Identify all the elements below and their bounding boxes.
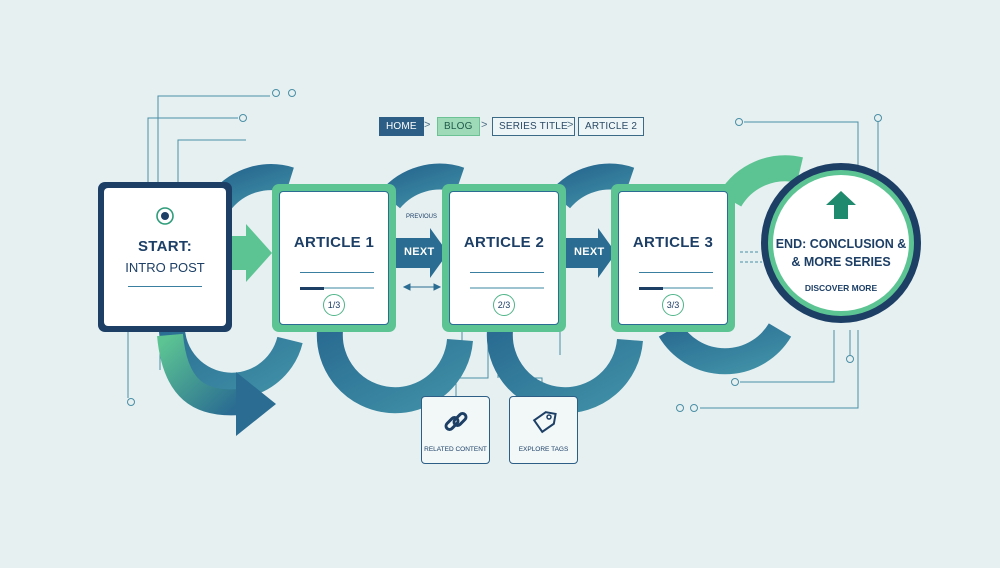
article-2-title: ARTICLE 2	[463, 234, 545, 251]
article-3-progress-fill	[639, 286, 664, 290]
ribbon-arc-green	[718, 155, 803, 208]
explore-tags-label: EXPLORE TAGS	[518, 446, 569, 453]
next-button-1[interactable]: NEXT	[404, 246, 435, 258]
arrow-start-to-article1	[226, 224, 272, 282]
article-1-title: ARTICLE 1	[293, 234, 375, 251]
next-arrow-1	[392, 228, 448, 278]
article-2-card[interactable]: ARTICLE 2 2/3	[449, 191, 559, 325]
explore-tags-box[interactable]: EXPLORE TAGS	[509, 396, 578, 464]
article-3-divider	[639, 272, 713, 273]
article-3-progress	[639, 286, 713, 290]
discover-more-link[interactable]: DISCOVER MORE	[804, 283, 878, 293]
next-arrow-2	[560, 228, 616, 278]
breadcrumb-separator: >	[424, 119, 431, 131]
article-3-title: ARTICLE 3	[632, 234, 714, 251]
article-1-card[interactable]: ARTICLE 1 1/3	[279, 191, 389, 325]
article-3-card[interactable]: ARTICLE 3 3/3	[618, 191, 728, 325]
breadcrumb-series[interactable]: SERIES TITLE	[492, 117, 575, 136]
breadcrumb-current[interactable]: ARTICLE 2	[578, 117, 645, 136]
breadcrumb-home[interactable]: HOME	[379, 117, 424, 136]
breadcrumb-blog[interactable]: BLOG	[437, 117, 480, 136]
breadcrumb-separator: >	[567, 119, 574, 131]
end-circle[interactable]	[758, 160, 924, 326]
previous-link[interactable]: PREVIOUS	[406, 214, 438, 220]
arrow-up-icon	[826, 191, 856, 219]
article-1-progress	[300, 286, 374, 290]
article-2-counter: 2/3	[493, 294, 515, 316]
article-1-progress-fill	[300, 286, 325, 290]
article-3-counter: 3/3	[662, 294, 684, 316]
link-icon	[444, 412, 468, 431]
article-1-divider	[300, 272, 374, 273]
decor-lines-right	[676, 114, 882, 412]
related-content-label: RELATED CONTENT	[424, 446, 487, 453]
ribbon-arcs	[158, 163, 792, 414]
related-content-box[interactable]: RELATED CONTENT	[421, 396, 490, 464]
start-subtitle: INTRO POST	[125, 260, 205, 275]
article-2-progress	[470, 287, 544, 289]
target-icon	[156, 207, 174, 225]
end-title-line1: END: CONCLUSION &	[775, 237, 907, 251]
article-2-divider	[470, 272, 544, 273]
curved-arrow-bottom-left	[157, 333, 276, 436]
end-title-line2: & MORE SERIES	[791, 255, 891, 269]
tag-icon	[532, 411, 557, 434]
prev-double-arrow	[402, 283, 442, 291]
start-card[interactable]: START: INTRO POST	[104, 188, 226, 326]
next-button-2[interactable]: NEXT	[574, 246, 605, 258]
start-title: START:	[137, 238, 192, 255]
article-1-counter: 1/3	[323, 294, 345, 316]
start-divider	[128, 286, 202, 287]
breadcrumb-separator: >	[481, 119, 488, 131]
